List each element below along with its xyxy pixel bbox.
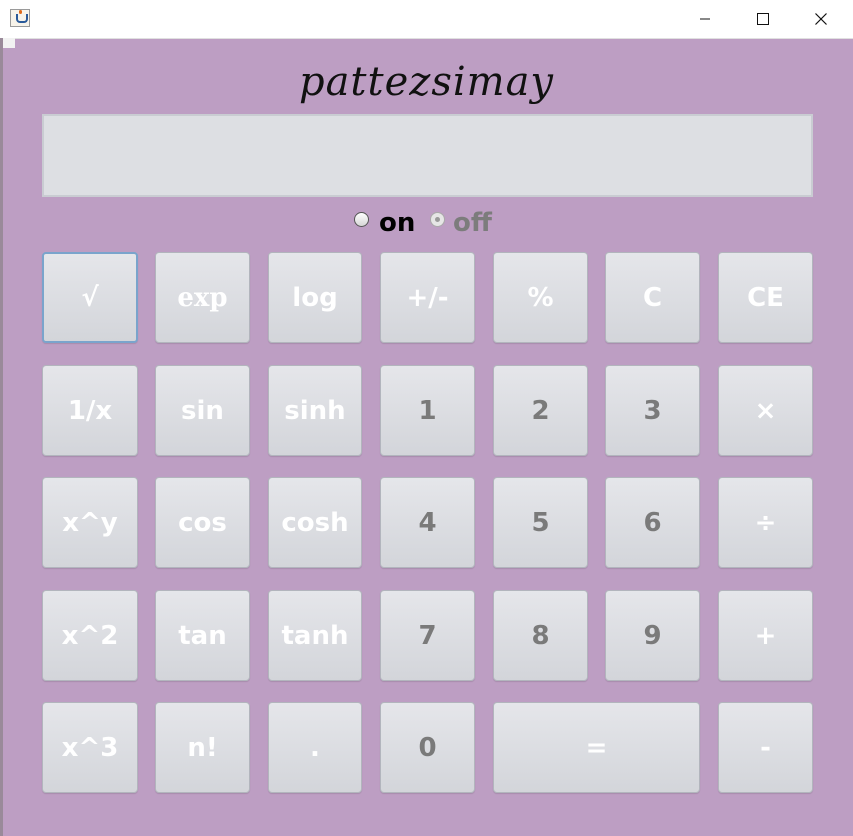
log-button[interactable]: log: [268, 252, 362, 343]
sinh-button[interactable]: sinh: [268, 365, 362, 456]
exp-button[interactable]: exp: [155, 252, 250, 343]
negate-button[interactable]: +/-: [380, 252, 475, 343]
percent-button[interactable]: %: [493, 252, 588, 343]
plus-button[interactable]: +: [718, 590, 813, 681]
cube-button[interactable]: x^3: [42, 702, 138, 793]
sin-button[interactable]: sin: [155, 365, 250, 456]
minimize-icon: [700, 18, 710, 20]
tanh-button[interactable]: tanh: [268, 590, 362, 681]
tan-button[interactable]: tan: [155, 590, 250, 681]
power-on-radio[interactable]: on: [354, 206, 415, 240]
multiply-button[interactable]: ×: [718, 365, 813, 456]
brand-title: pattezsimay: [298, 59, 555, 105]
reciprocal-button[interactable]: 1/x: [42, 365, 138, 456]
clear-entry-button[interactable]: CE: [718, 252, 813, 343]
calculator-display[interactable]: [42, 114, 813, 197]
window-left-edge: [0, 38, 3, 836]
window-titlebar: [0, 0, 853, 39]
radio-button-icon[interactable]: [354, 211, 369, 227]
close-icon: [815, 13, 827, 25]
factorial-button[interactable]: n!: [155, 702, 250, 793]
digit-3-button[interactable]: 3: [605, 365, 700, 456]
digit-7-button[interactable]: 7: [380, 590, 475, 681]
minimize-button[interactable]: [676, 0, 734, 38]
digit-4-button[interactable]: 4: [380, 477, 475, 568]
divide-button[interactable]: ÷: [718, 477, 813, 568]
digit-5-button[interactable]: 5: [493, 477, 588, 568]
java-coffee-cup-icon[interactable]: [10, 9, 30, 27]
digit-0-button[interactable]: 0: [380, 702, 475, 793]
digit-8-button[interactable]: 8: [493, 590, 588, 681]
radio-button-icon[interactable]: [430, 211, 445, 227]
minus-button[interactable]: -: [718, 702, 813, 793]
digit-1-button[interactable]: 1: [380, 365, 475, 456]
digit-2-button[interactable]: 2: [493, 365, 588, 456]
power-off-label: off: [453, 208, 492, 238]
digit-9-button[interactable]: 9: [605, 590, 700, 681]
power-off-radio[interactable]: off: [430, 206, 492, 240]
digit-6-button[interactable]: 6: [605, 477, 700, 568]
sqrt-button[interactable]: √: [42, 252, 138, 343]
power-radio-group: on off: [0, 206, 853, 240]
decimal-button[interactable]: .: [268, 702, 362, 793]
power-on-label: on: [379, 208, 416, 238]
square-button[interactable]: x^2: [42, 590, 138, 681]
power-button[interactable]: x^y: [42, 477, 138, 568]
window-corner-marker: [3, 38, 15, 48]
maximize-button[interactable]: [734, 0, 792, 38]
maximize-icon: [757, 13, 769, 25]
equals-button[interactable]: =: [493, 702, 700, 793]
cosh-button[interactable]: cosh: [268, 477, 362, 568]
clear-button[interactable]: C: [605, 252, 700, 343]
cos-button[interactable]: cos: [155, 477, 250, 568]
close-button[interactable]: [792, 0, 850, 38]
